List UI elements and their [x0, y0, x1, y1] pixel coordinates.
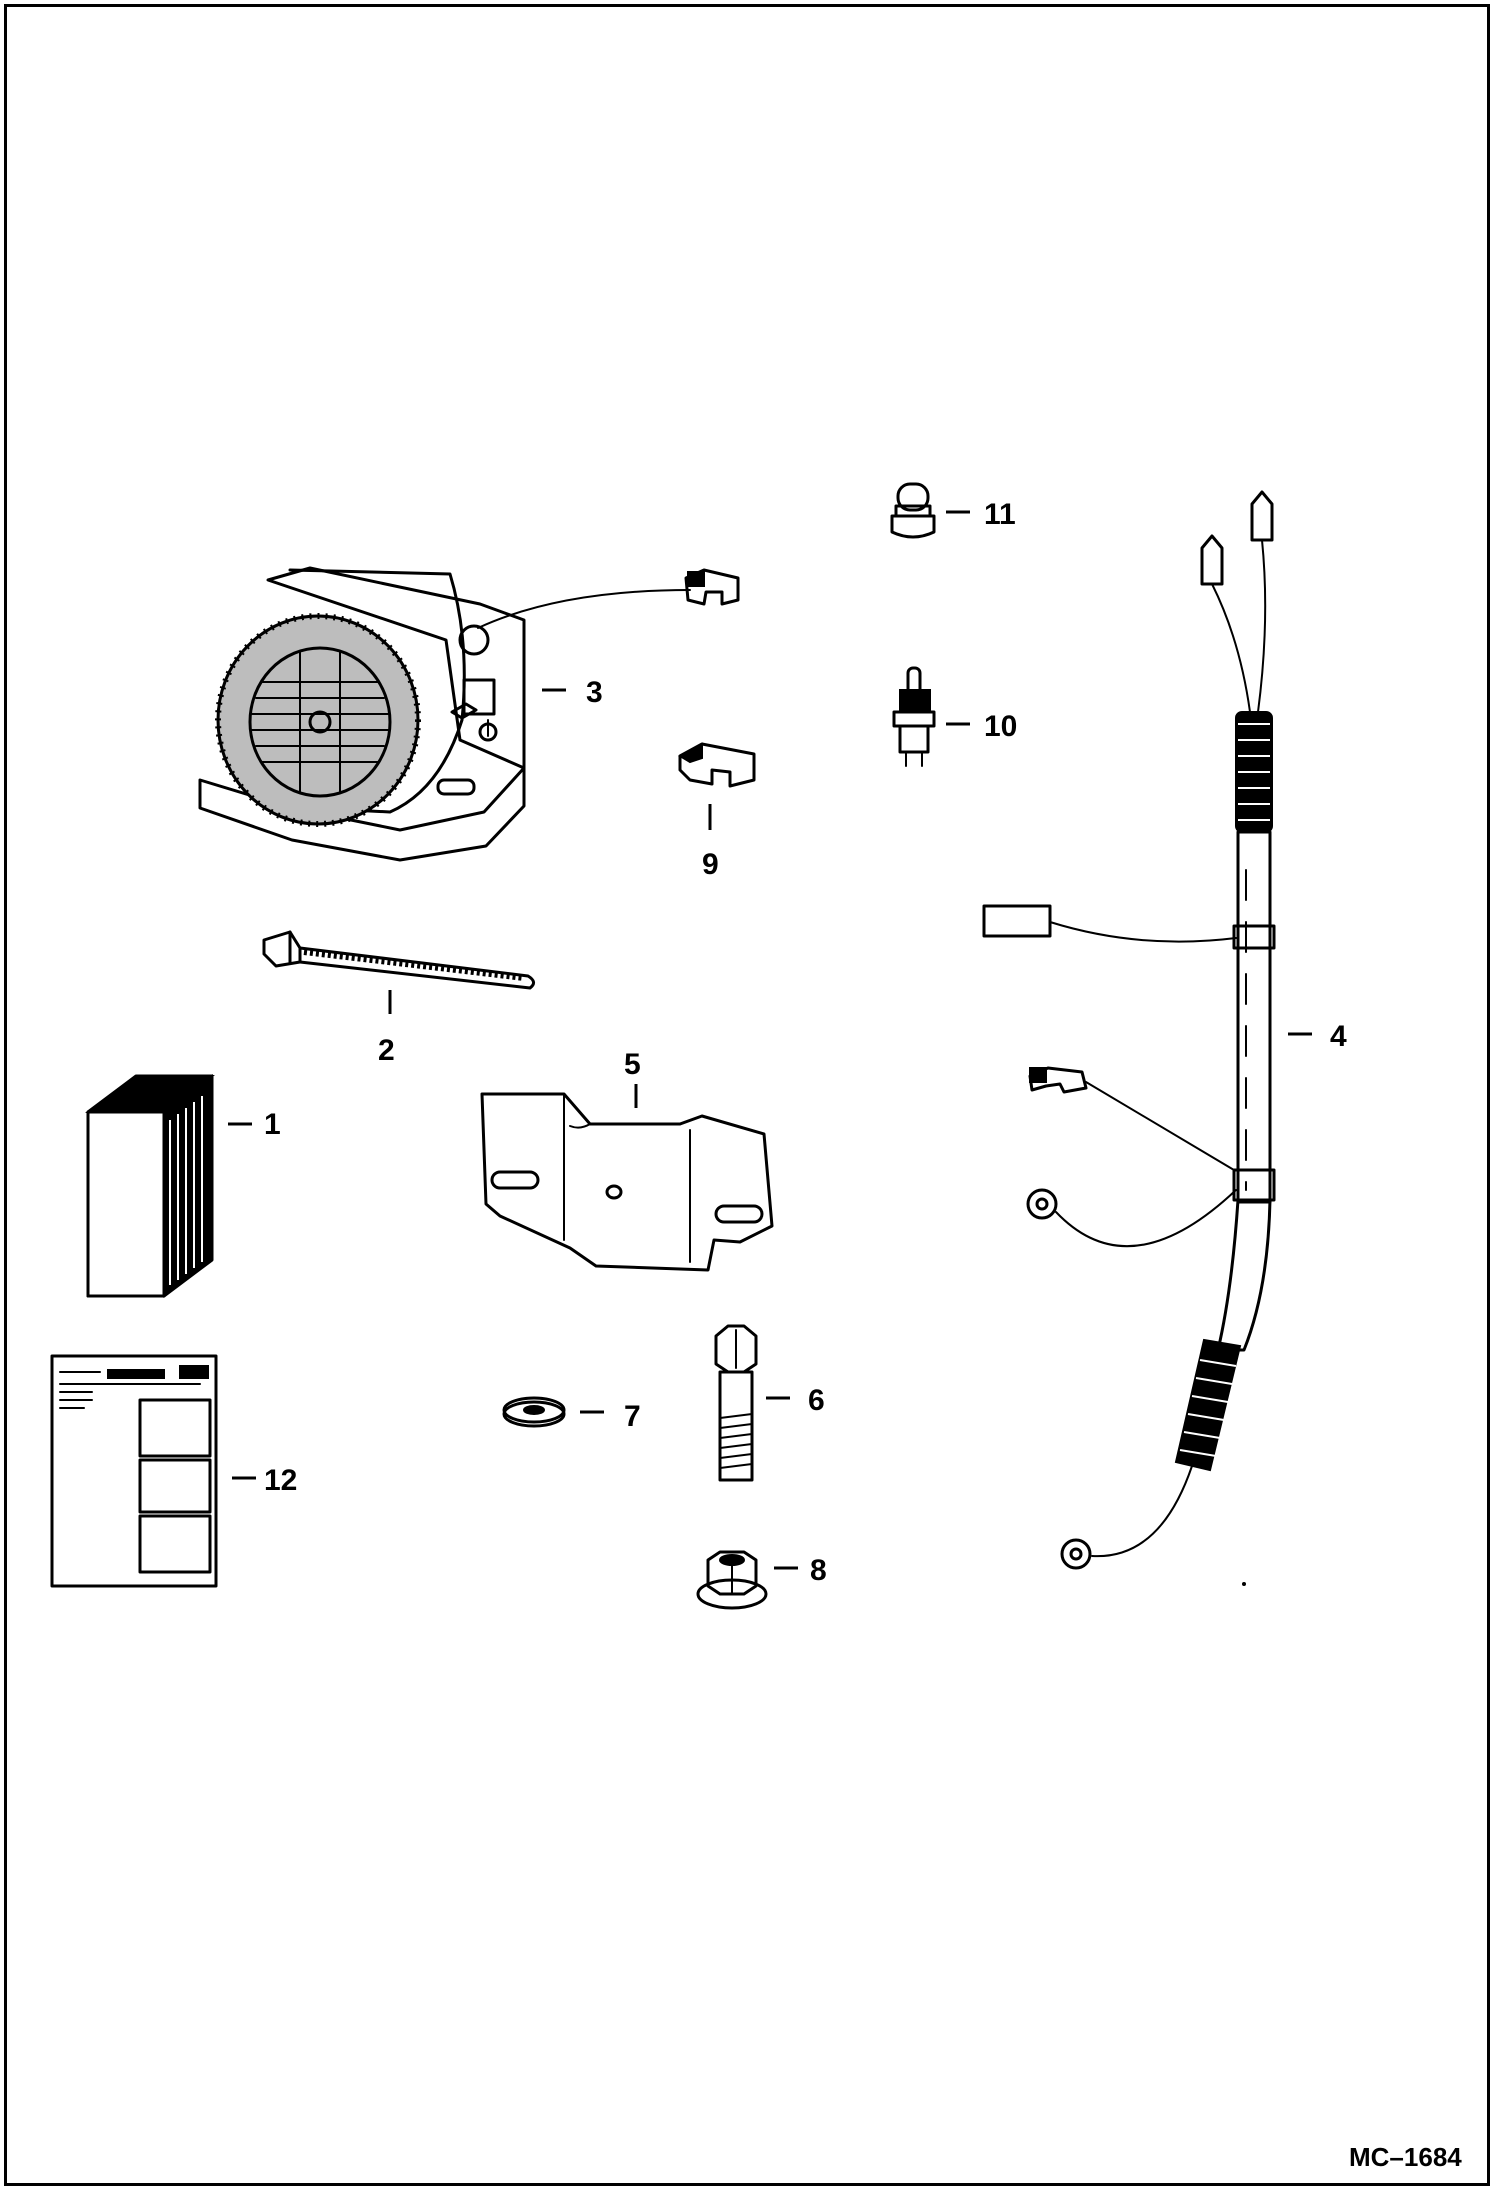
decal-pack-icon	[85, 1074, 215, 1298]
part-label-2: 2	[378, 1034, 395, 1067]
part-label-4: 4	[1330, 1020, 1347, 1053]
washer-icon	[502, 1396, 566, 1428]
nut-icon	[696, 1550, 768, 1610]
part-label-3: 3	[586, 676, 603, 709]
part-label-6: 6	[808, 1384, 825, 1417]
wiring-harness-icon	[982, 490, 1276, 1570]
cable-tie-icon	[262, 930, 535, 990]
connector-icon	[677, 742, 756, 788]
part-label-7: 7	[624, 1400, 641, 1433]
diagram-frame	[4, 4, 1490, 2186]
bolt-icon	[714, 1324, 758, 1482]
switch-icon	[892, 666, 936, 767]
part-label-5: 5	[624, 1048, 641, 1081]
part-label-8: 8	[810, 1554, 827, 1587]
instruction-sheet-icon	[50, 1354, 218, 1588]
part-label-11: 11	[984, 498, 1016, 531]
part-label-12: 12	[264, 1464, 297, 1497]
mounting-bracket-icon	[480, 1092, 774, 1272]
speck-mark	[1242, 1582, 1246, 1586]
part-label-1: 1	[264, 1108, 281, 1141]
part-label-10: 10	[984, 710, 1017, 743]
drawing-code: MC–1684	[1349, 2142, 1462, 2172]
backup-alarm-icon	[198, 566, 740, 862]
part-label-9: 9	[702, 848, 719, 881]
cap-icon	[890, 482, 936, 539]
